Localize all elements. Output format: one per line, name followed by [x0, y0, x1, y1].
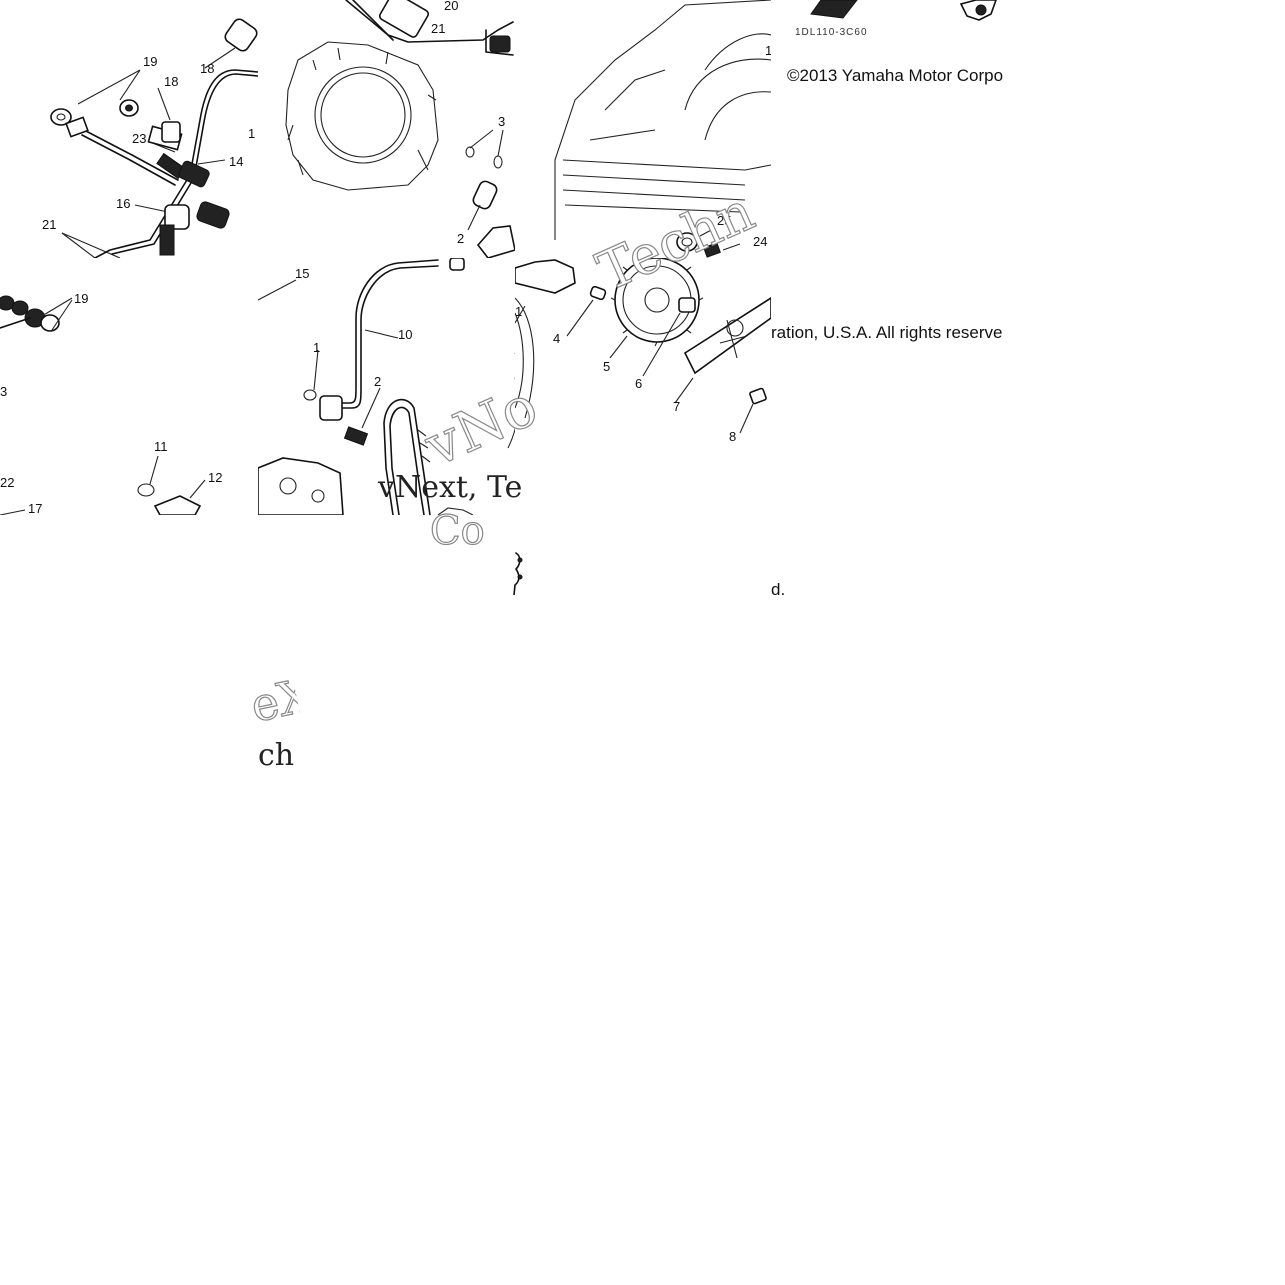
callout-3: 3	[498, 114, 505, 129]
tile-crankcase: 25 24 1	[515, 0, 771, 258]
callout-11: 11	[154, 439, 168, 454]
callout-4: 4	[553, 331, 560, 346]
callout-2b: 2	[374, 374, 381, 389]
callout-22: 22	[0, 475, 14, 490]
callout-16: 16	[116, 196, 130, 211]
callout-1: 1	[313, 340, 320, 355]
tile-part-fragment	[771, 0, 1031, 30]
cylinder-drawing: 20 21 3 2	[285, 0, 515, 258]
callout-24: 24	[753, 234, 767, 249]
callout-6: 6	[635, 376, 642, 391]
part-code: 1DL110-3C60	[795, 27, 868, 38]
callout-7: 7	[673, 399, 680, 414]
callout-21b: 21	[431, 21, 445, 36]
tile-oil-line-bolts: 19 18 18 23 14 16 21 1	[0, 0, 258, 258]
callout-17: 17	[28, 501, 42, 515]
crankcase-drawing: 25 24 1	[554, 0, 771, 258]
tile-oil-pipe-chain: 15 10 2 1	[258, 258, 515, 515]
callout-19: 19	[143, 54, 157, 69]
copyright-line-3: d.	[771, 580, 786, 599]
callout-15: 15	[295, 266, 309, 281]
part-fragment-drawing	[810, 0, 997, 21]
tile-cylinder: 20 21 3 2	[258, 0, 515, 258]
hose-end-drawing	[513, 552, 523, 595]
tile-oil-fittings: 19 3 11 12 22 17	[0, 258, 258, 515]
watermark-ex: eX	[246, 670, 303, 733]
callout-8: 8	[729, 429, 736, 444]
sprocket-cover-drawing: 4 5 6 7 8 1	[515, 258, 771, 444]
callout-14: 14	[229, 154, 243, 169]
callout-5: 5	[603, 359, 610, 374]
callout-18b: 18	[200, 61, 214, 76]
callout-3b: 3	[0, 384, 7, 399]
callout-20: 20	[444, 0, 458, 13]
callout-19b: 19	[74, 291, 88, 306]
callout-18: 18	[164, 74, 178, 89]
callout-2: 2	[457, 231, 464, 246]
watermark-ch: ch	[258, 738, 295, 773]
tile-hose-end	[510, 515, 530, 595]
callout-21: 21	[42, 217, 56, 232]
callout-25: 25	[717, 213, 731, 228]
callout-10: 10	[398, 327, 412, 342]
oil-pipe-chain-drawing: 15 10 2 1	[258, 258, 515, 515]
callout-23: 23	[132, 131, 146, 146]
tile-sprocket-cover: 4 5 6 7 8 1	[515, 258, 771, 515]
callout-partial-c: 1	[765, 43, 771, 58]
oil-fittings-drawing: 19 3 11 12 22 17	[0, 291, 222, 515]
callout-12: 12	[208, 470, 222, 485]
callout-partial: 1	[248, 126, 255, 141]
callout-1b: 1	[515, 304, 522, 319]
copyright-line-1: ©2013 Yamaha Motor Corpo	[787, 66, 1004, 85]
copyright-line-2: ration, U.S.A. All rights reserve	[771, 323, 1003, 342]
oil-line-bolts-drawing: 19 18 18 23 14 16 21 1	[42, 18, 258, 258]
